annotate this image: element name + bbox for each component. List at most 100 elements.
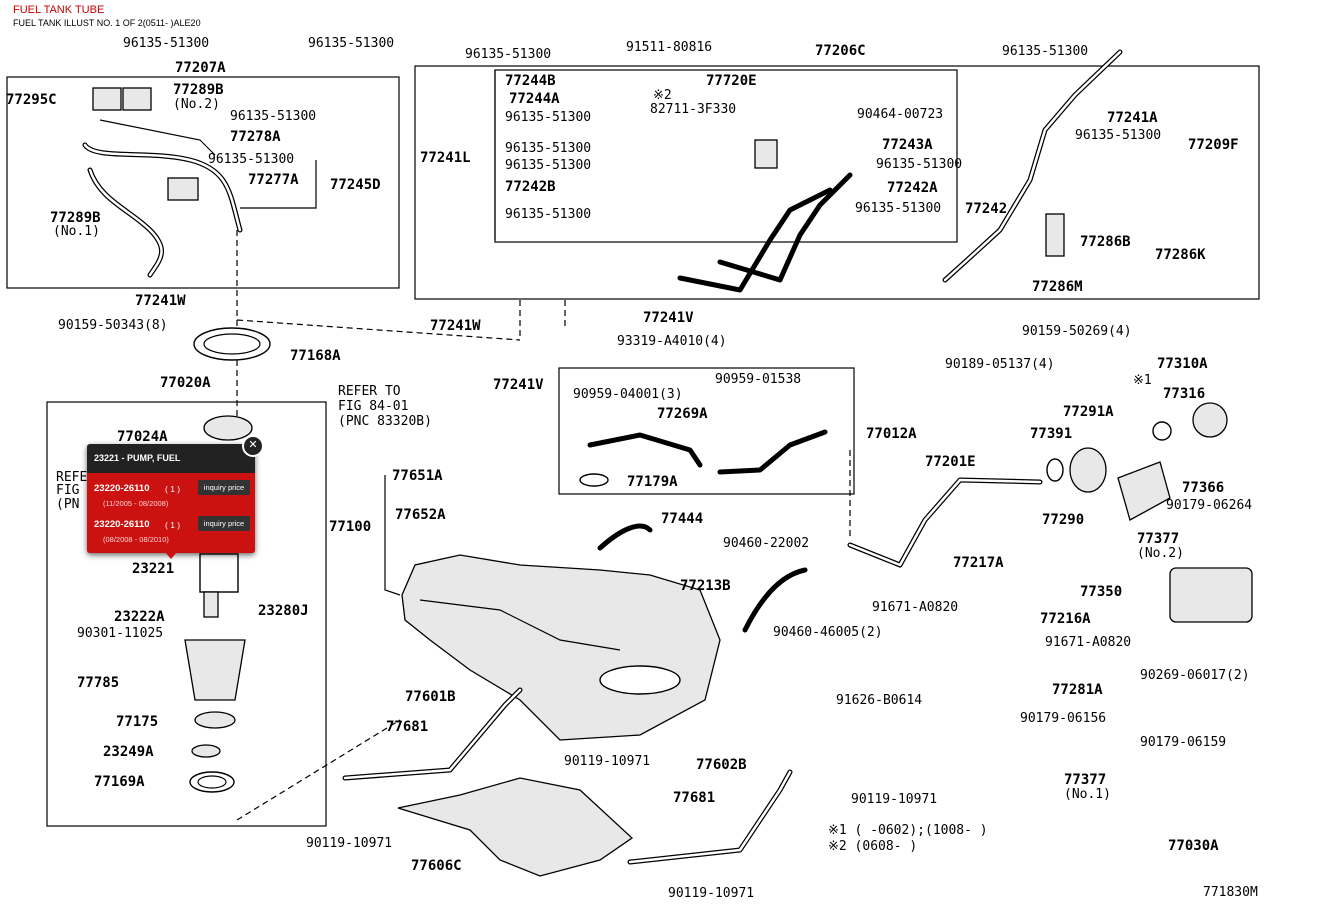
label-77242A: 77242A (887, 180, 938, 196)
strap-77602B (627, 769, 793, 865)
label-23280J: 23280J (258, 603, 309, 619)
frame-77020A (46, 401, 327, 827)
close-icon[interactable]: ✕ (242, 435, 264, 457)
hose-77012A (717, 429, 828, 475)
hose-77269A (587, 432, 703, 468)
part-dates: (08/2008 - 08/2010) (103, 535, 169, 544)
label-77377-2: 77377 (1137, 531, 1179, 547)
label-refer-b2: FIG 84-01 (338, 399, 408, 414)
label-90119-c: 90119-10971 (306, 836, 392, 851)
label-77391: 77391 (1030, 426, 1072, 442)
label-77652A: 77652A (395, 507, 446, 523)
label-77316: 77316 (1163, 386, 1205, 402)
label-96135-c: 96135-51300 (230, 109, 316, 124)
label-91671-a: 91671-A0820 (872, 600, 958, 615)
label-77175: 77175 (116, 714, 158, 730)
label-90189: 90189-05137(4) (945, 357, 1055, 372)
label-77602B: 77602B (696, 757, 747, 773)
tube-77242 (677, 187, 833, 293)
filter-77785 (184, 639, 246, 701)
label-23221: 23221 (132, 561, 174, 577)
label-no1: (No.1) (53, 224, 100, 239)
label-77100: 77100 (329, 519, 371, 535)
label-no2: (No.2) (173, 97, 220, 112)
popup-title: 23221 - PUMP, FUEL (94, 453, 181, 463)
label-96135-h: 96135-51300 (505, 158, 591, 173)
cap-77310A (1192, 402, 1228, 438)
label-96135-j: 96135-51300 (855, 201, 941, 216)
ring-77391 (1046, 458, 1064, 482)
label-77366: 77366 (1182, 480, 1224, 496)
label-77245D: 77245D (330, 177, 381, 193)
label-96135-k: 96135-51300 (505, 207, 591, 222)
label-96135-b: 96135-51300 (308, 36, 394, 51)
hotspot-23221[interactable] (130, 561, 185, 577)
label-77169A: 77169A (94, 774, 145, 790)
label-77278A: 77278A (230, 129, 281, 145)
label-77244A: 77244A (509, 91, 560, 107)
label-91626: 91626-B0614 (836, 693, 922, 708)
popup-pointer (165, 552, 177, 559)
label-77681-b: 77681 (673, 790, 715, 806)
part-number-link[interactable]: 23220-26110 (94, 519, 150, 530)
label-96135-g: 96135-51300 (505, 141, 591, 156)
part-number-link[interactable]: 23220-26110 (94, 483, 150, 494)
inquiry-price-button[interactable]: inquiry price (198, 516, 250, 531)
label-23249A: 23249A (103, 744, 154, 760)
label-77217A: 77217A (953, 555, 1004, 571)
label-90179-c: 90179-06159 (1140, 735, 1226, 750)
part-qty: ( 1 ) (165, 484, 181, 494)
label-x2: ※2 (653, 88, 672, 103)
fuel-door-77350 (1169, 567, 1253, 623)
label-90179-b: 90179-06156 (1020, 711, 1106, 726)
label-77024A: 77024A (117, 429, 168, 445)
shield-77606C (397, 777, 634, 877)
label-77241W-a: 77241W (135, 293, 186, 309)
label-93319: 93319-A4010(4) (617, 334, 727, 349)
label-note1: ※1 ( -0602);(1008- ) (828, 823, 988, 838)
label-77243A: 77243A (882, 137, 933, 153)
label-no1b: (No.1) (1064, 787, 1111, 802)
label-77350: 77350 (1080, 584, 1122, 600)
label-77213B: 77213B (680, 578, 731, 594)
frame-77206C (414, 65, 1260, 300)
label-77286B: 77286B (1080, 234, 1131, 250)
page-subtitle: FUEL TANK ILLUST NO. 1 OF 2(0511- )ALE20 (13, 18, 201, 28)
valve-77720E (754, 139, 778, 169)
label-refer-a3: (PN (56, 497, 79, 512)
label-77606C: 77606C (411, 858, 462, 874)
label-refer-a1: REFE (56, 470, 87, 485)
label-90464: 90464-00723 (857, 107, 943, 122)
label-77241W-b: 77241W (430, 318, 481, 334)
inquiry-price-button[interactable]: inquiry price (198, 480, 250, 495)
part-dates: (11/2005 - 08/2008) (103, 499, 169, 508)
label-23222A: 23222A (114, 609, 165, 625)
label-90460-b: 90460-46005(2) (773, 625, 883, 640)
label-91511: 91511-80816 (626, 40, 712, 55)
popup-body: 23220-26110 ( 1 ) (11/2005 - 08/2008) in… (87, 473, 255, 553)
popup-row: 23220-26110 ( 1 ) (11/2005 - 08/2008) in… (93, 477, 253, 509)
label-90179-a: 90179-06264 (1166, 498, 1252, 513)
label-77241L: 77241L (420, 150, 471, 166)
label-90119-b: 90119-10971 (851, 792, 937, 807)
frame-77012A (558, 367, 855, 495)
label-77277A: 77277A (248, 172, 299, 188)
label-77310A: 77310A (1157, 356, 1208, 372)
label-90959-b: 90959-01538 (715, 372, 801, 387)
label-77286K: 77286K (1155, 247, 1206, 263)
label-77295C: 77295C (6, 92, 57, 108)
part-23249A (191, 744, 221, 758)
housing-77290 (1117, 461, 1171, 521)
label-82711: 82711-3F330 (650, 102, 736, 117)
label-note2: ※2 (0608- ) (828, 839, 917, 854)
label-77720E: 77720E (706, 73, 757, 89)
label-77377-1: 77377 (1064, 772, 1106, 788)
label-77201E: 77201E (925, 454, 976, 470)
label-77290: 77290 (1042, 512, 1084, 528)
popup-row: 23220-26110 ( 1 ) (08/2008 - 08/2010) in… (93, 513, 253, 545)
ring-77179A (579, 473, 609, 487)
label-refer-a2: FIG (56, 483, 80, 498)
label-90159-a: 90159-50343(8) (58, 318, 168, 333)
retainer-ring-77168A (193, 327, 271, 361)
